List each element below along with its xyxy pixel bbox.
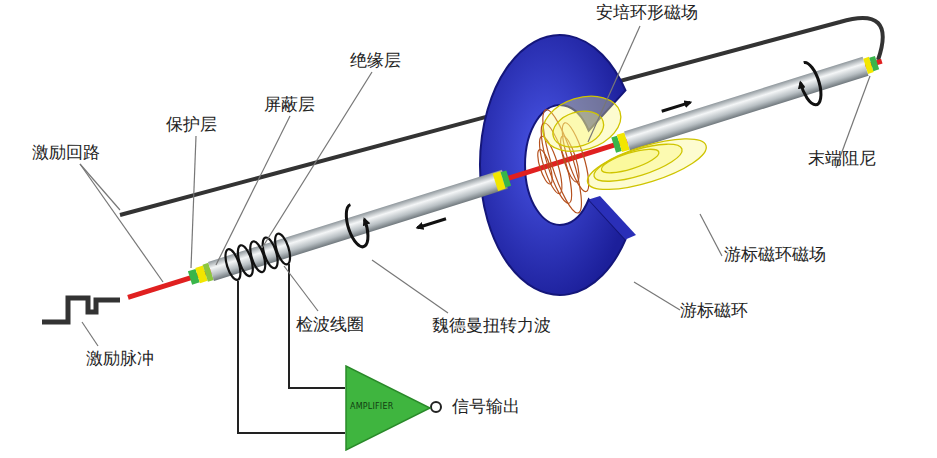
coil-lead — [238, 281, 345, 433]
part-label: 游标磁环 — [680, 300, 748, 320]
part-label: 检波线圈 — [296, 314, 364, 334]
part-label: 保护层 — [166, 114, 217, 134]
part-label: 绝缘层 — [350, 50, 401, 70]
part-label: 魏德曼扭转力波 — [432, 315, 551, 335]
part-label: 信号输出 — [452, 396, 520, 416]
part-label: 游标磁环磁场 — [724, 244, 826, 264]
part-label: 屏蔽层 — [264, 94, 315, 114]
amplifier-text: AMPLIFIER — [350, 402, 393, 411]
part-label: 激励脉冲 — [86, 348, 154, 368]
part-label: 安培环形磁场 — [596, 2, 698, 22]
amplifier-triangle: AMPLIFIER — [345, 365, 433, 451]
waveguide-rod — [111, 8, 898, 349]
leader-lines — [80, 26, 870, 346]
pulse-waveform — [42, 298, 120, 322]
amplifier-body — [346, 366, 430, 450]
output-terminal — [431, 402, 441, 412]
part-label: 末端阻尼 — [808, 148, 876, 168]
part-label: 激励回路 — [32, 142, 100, 162]
magnet-ring-face — [589, 196, 636, 240]
